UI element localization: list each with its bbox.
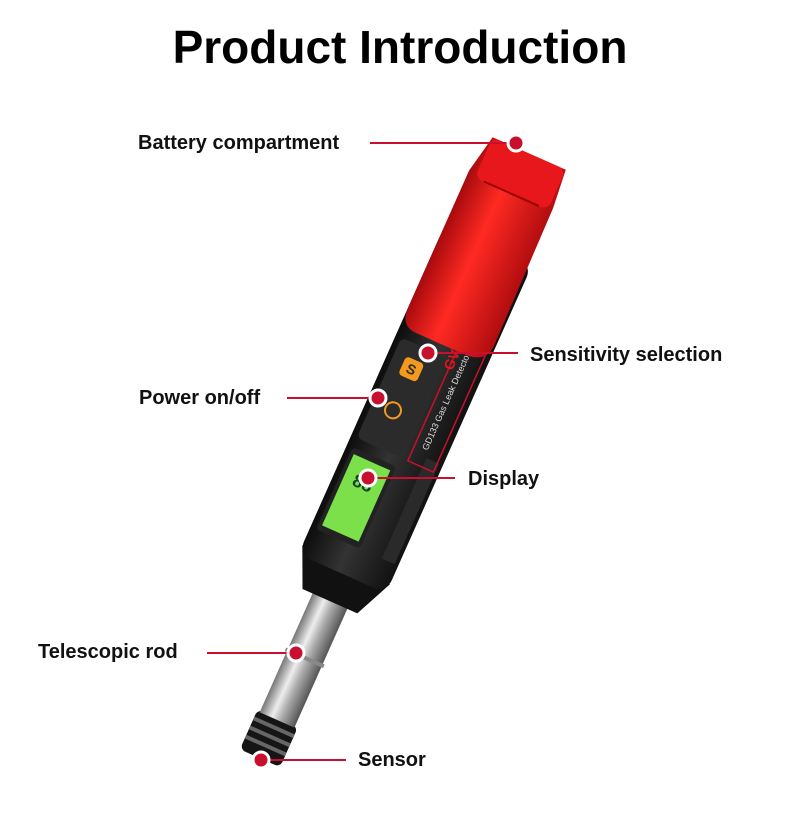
label-display: Display	[468, 468, 540, 490]
sensitivity-button[interactable]	[398, 356, 424, 382]
callout-dot-display	[358, 468, 378, 488]
label-power: Power on/off	[139, 387, 261, 409]
callout-dot-sensor	[251, 750, 271, 770]
callout-dot-rod	[286, 643, 306, 663]
label-sensitivity-selection: Sensitivity selection	[530, 344, 723, 366]
page-title: Product Introduction	[172, 21, 628, 73]
label-battery-compartment: Battery compartment	[138, 132, 340, 154]
telescopic-rod	[259, 584, 352, 728]
callout-dot-power	[368, 388, 388, 408]
label-telescopic-rod: Telescopic rod	[38, 641, 178, 663]
callout-dot-sensitivity	[418, 343, 438, 363]
power-button[interactable]	[382, 400, 403, 421]
callout-dot-battery	[506, 133, 526, 153]
label-sensor: Sensor	[358, 749, 426, 771]
